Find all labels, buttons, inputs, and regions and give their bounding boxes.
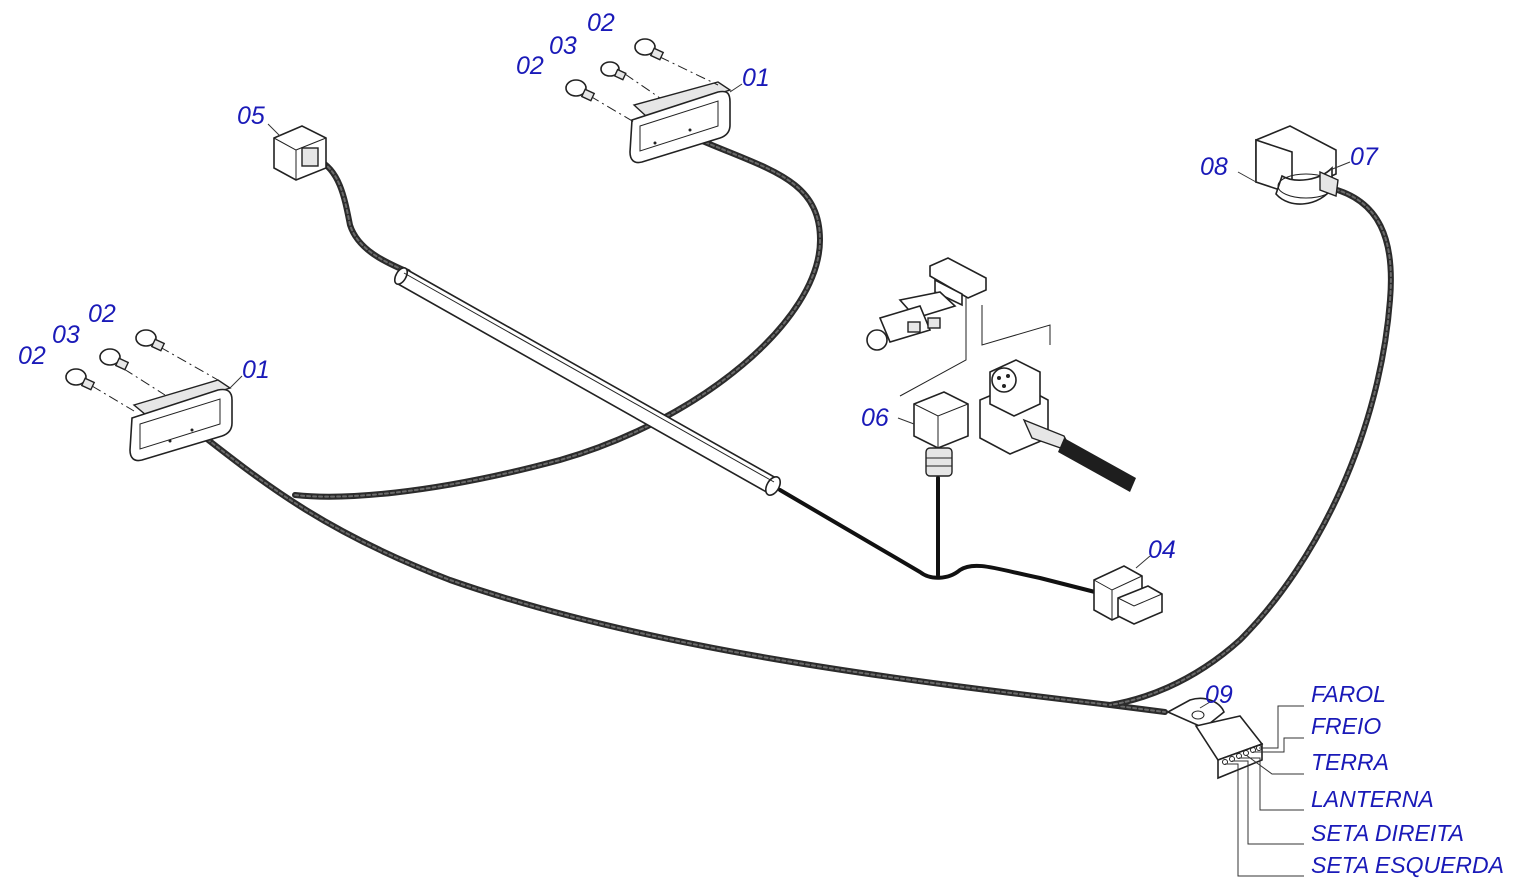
cables: [195, 137, 1394, 715]
pin-label-freio: FREIO: [1311, 713, 1381, 739]
callout-01-top: 01: [742, 64, 770, 92]
bulb-icon: [135, 329, 166, 352]
bulb-icon: [565, 79, 596, 102]
callout-04: 04: [1148, 536, 1176, 564]
bulb-icon: [65, 368, 96, 391]
callout-02-left-a: 02: [88, 300, 116, 328]
cable-sleeve: [393, 266, 782, 496]
cable-05: [315, 157, 411, 275]
callout-02-top-a: 02: [587, 9, 615, 37]
pin-label-seta-esquerda: SETA ESQUERDA: [1311, 852, 1504, 878]
bulb-icon: [600, 61, 627, 81]
callout-03-left: 03: [52, 321, 80, 349]
tail-lamp-top: [629, 81, 732, 164]
cable-reverse-light: [1107, 185, 1394, 708]
callout-09: 09: [1205, 681, 1233, 709]
connector-09: [1166, 697, 1264, 780]
reverse-lamp-07-08: [1255, 125, 1339, 205]
cable-lamp-top: [292, 137, 824, 500]
callout-03-top: 03: [549, 32, 577, 60]
callout-05: 05: [237, 102, 265, 130]
pin-label-terra: TERRA: [1311, 749, 1389, 775]
pin-label-seta-direita: SETA DIREITA: [1311, 820, 1464, 846]
pin-label-farol: FAROL: [1311, 681, 1386, 707]
plate-light-05: [273, 125, 327, 181]
pin-leaders: [1225, 705, 1304, 877]
callout-02-top-b: 02: [516, 52, 544, 80]
bulb-icon: [99, 348, 130, 371]
wire-to-04: [778, 488, 1097, 594]
callout-06: 06: [861, 404, 889, 432]
connector-04: [1093, 565, 1163, 625]
pin-labels: FAROL FREIO TERRA LANTERNA SETA DIREITA …: [1311, 681, 1504, 878]
callouts: 01 02 03 02 01 02 03 02 05 06 04 07 08 0…: [18, 9, 1379, 709]
bulb-icon: [634, 38, 665, 61]
bulbs-left: [65, 329, 219, 412]
bulbs-top: [565, 38, 719, 123]
callout-02-left-b: 02: [18, 342, 46, 370]
callout-08: 08: [1200, 153, 1228, 181]
callout-07: 07: [1350, 143, 1379, 171]
callout-leaders: [229, 83, 1351, 709]
callout-01-left: 01: [242, 356, 270, 384]
pressure-switch-06: [866, 257, 1136, 492]
pin-label-lanterna: LANTERNA: [1311, 786, 1434, 812]
